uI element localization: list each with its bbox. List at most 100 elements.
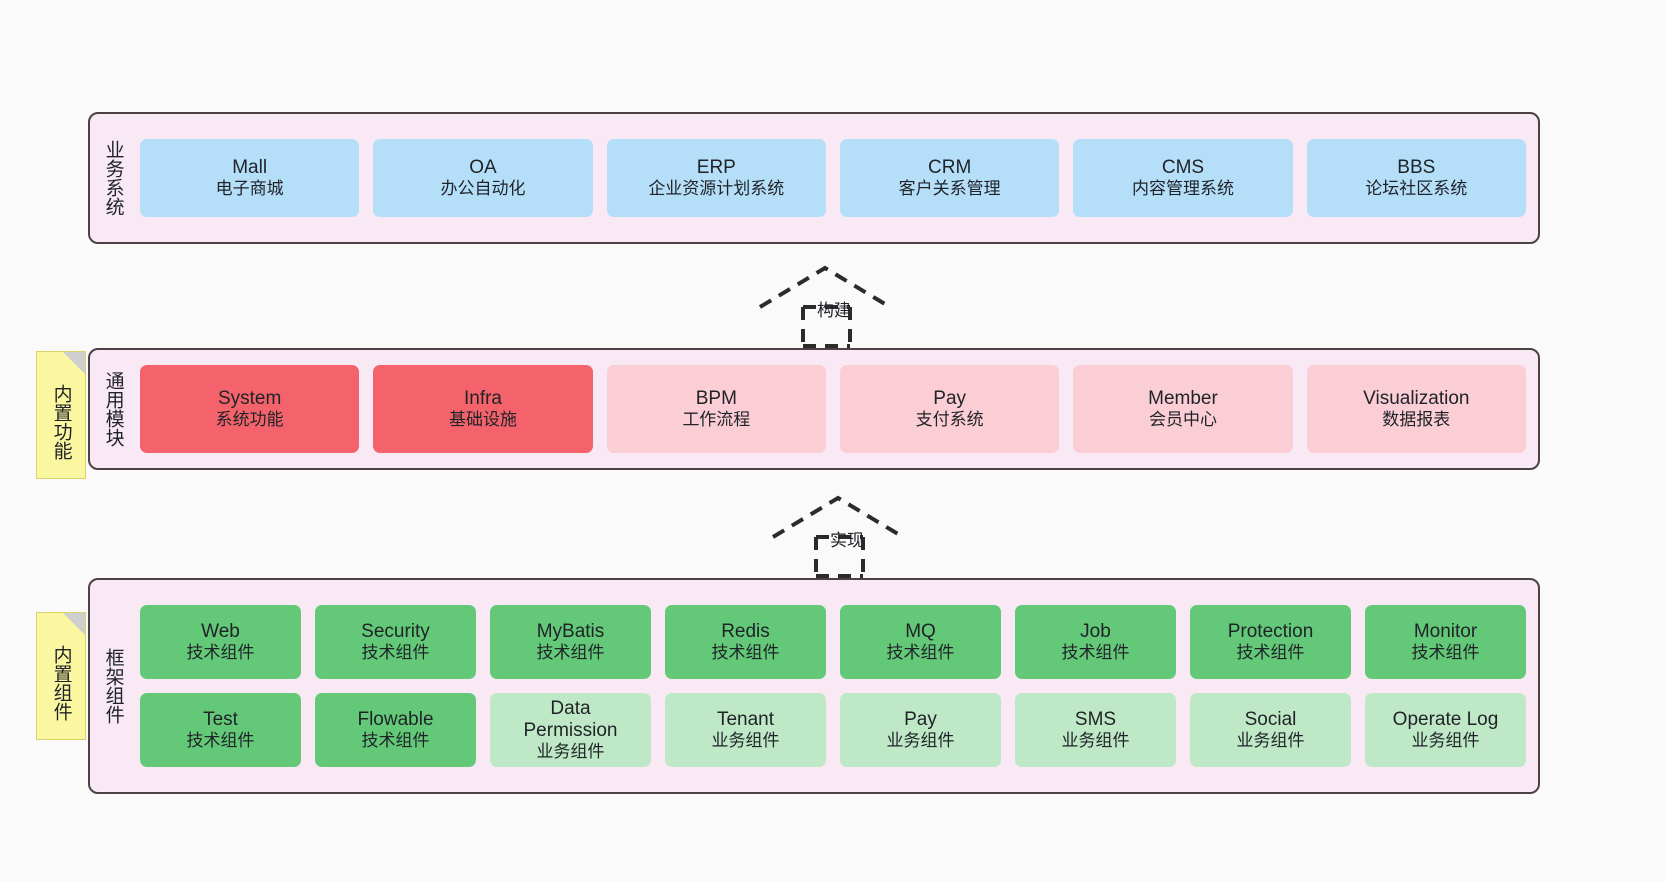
node-protection-name: Protection xyxy=(1227,620,1314,642)
node-oa[interactable]: OA 办公自动化 xyxy=(373,139,593,217)
node-data-permission[interactable]: Data Permission 业务组件 xyxy=(490,693,651,767)
node-bbs[interactable]: BBS 论坛社区系统 xyxy=(1306,139,1526,217)
node-cms[interactable]: CMS 内容管理系统 xyxy=(1073,139,1293,217)
node-infra-name: Infra xyxy=(463,387,502,409)
node-pay-module[interactable]: Pay 支付系统 xyxy=(839,365,1060,453)
note-fold-corner-icon xyxy=(63,352,85,374)
layer-framework-component-grid: Web 技术组件 Security 技术组件 MyBatis 技术组件 Redi… xyxy=(136,580,1538,792)
layer-common-module-nodes: System 系统功能 Infra 基础设施 BPM 工作流程 Pay 支付系统… xyxy=(136,350,1538,468)
node-mall-name: Mall xyxy=(232,156,268,178)
node-erp-desc: 企业资源计划系统 xyxy=(648,179,785,199)
node-pay-module-desc: 支付系统 xyxy=(915,410,984,430)
node-flowable-desc: 技术组件 xyxy=(361,731,430,751)
node-social[interactable]: Social 业务组件 xyxy=(1190,693,1351,767)
layer-business-system-label: 业务系统 xyxy=(102,140,124,216)
node-system-desc: 系统功能 xyxy=(215,410,284,430)
note-builtin-function: 内置功能 xyxy=(36,351,86,479)
node-member-desc: 会员中心 xyxy=(1148,410,1217,430)
build-arrow-head xyxy=(758,265,892,309)
node-system[interactable]: System 系统功能 xyxy=(140,365,360,453)
node-mq-name: MQ xyxy=(905,620,936,642)
node-web[interactable]: Web 技术组件 xyxy=(140,605,301,679)
node-tenant[interactable]: Tenant 业务组件 xyxy=(665,693,826,767)
node-bpm-name: BPM xyxy=(695,387,737,409)
node-pay-component-name: Pay xyxy=(904,708,937,730)
node-redis[interactable]: Redis 技术组件 xyxy=(665,605,826,679)
node-test-desc: 技术组件 xyxy=(186,731,255,751)
node-monitor-name: Monitor xyxy=(1413,620,1478,642)
node-oa-name: OA xyxy=(469,156,497,178)
node-erp[interactable]: ERP 企业资源计划系统 xyxy=(606,139,826,217)
node-redis-name: Redis xyxy=(721,620,770,642)
node-job-name: Job xyxy=(1080,620,1111,642)
node-erp-name: ERP xyxy=(696,156,736,178)
layer-framework-component-label: 框架组件 xyxy=(102,648,124,724)
note-builtin-component: 内置组件 xyxy=(36,612,86,740)
node-monitor[interactable]: Monitor 技术组件 xyxy=(1365,605,1526,679)
node-test[interactable]: Test 技术组件 xyxy=(140,693,301,767)
node-protection-desc: 技术组件 xyxy=(1236,643,1305,663)
node-mall-desc: 电子商城 xyxy=(215,179,284,199)
node-infra-desc: 基础设施 xyxy=(448,410,517,430)
node-social-name: Social xyxy=(1244,708,1297,730)
node-security-desc: 技术组件 xyxy=(361,643,430,663)
layer-framework-component: 框架组件 Web 技术组件 Security 技术组件 MyBatis 技术组件… xyxy=(88,578,1540,794)
node-tenant-desc: 业务组件 xyxy=(711,731,780,751)
node-sms-desc: 业务组件 xyxy=(1061,731,1130,751)
node-web-desc: 技术组件 xyxy=(186,643,255,663)
node-sms-name: SMS xyxy=(1074,708,1117,730)
node-bbs-name: BBS xyxy=(1397,156,1436,178)
node-system-name: System xyxy=(217,387,282,409)
connector-build-label: 构建 xyxy=(817,301,851,320)
layer-common-module-label: 通用模块 xyxy=(102,371,124,447)
node-visualization[interactable]: Visualization 数据报表 xyxy=(1306,365,1526,453)
node-crm-desc: 客户关系管理 xyxy=(898,179,1001,199)
node-pay-component[interactable]: Pay 业务组件 xyxy=(840,693,1001,767)
node-mall[interactable]: Mall 电子商城 xyxy=(140,139,360,217)
node-data-permission-desc: 业务组件 xyxy=(536,742,605,762)
note-fold-corner-icon xyxy=(63,613,85,635)
node-flowable-name: Flowable xyxy=(357,708,434,730)
node-cms-name: CMS xyxy=(1161,156,1205,178)
node-mq-desc: 技术组件 xyxy=(886,643,955,663)
node-mybatis-name: MyBatis xyxy=(536,620,605,642)
node-pay-module-name: Pay xyxy=(933,387,967,409)
node-web-name: Web xyxy=(201,620,240,642)
node-data-permission-name: Data Permission xyxy=(523,697,618,741)
node-operate-log[interactable]: Operate Log 业务组件 xyxy=(1365,693,1526,767)
node-pay-component-desc: 业务组件 xyxy=(886,731,955,751)
layer-business-system-nodes: Mall 电子商城 OA 办公自动化 ERP 企业资源计划系统 CRM 客户关系… xyxy=(136,114,1538,242)
layer-business-system: 业务系统 Mall 电子商城 OA 办公自动化 ERP 企业资源计划系统 CRM… xyxy=(88,112,1540,244)
node-member-name: Member xyxy=(1148,387,1218,409)
node-flowable[interactable]: Flowable 技术组件 xyxy=(315,693,476,767)
node-test-name: Test xyxy=(203,708,238,730)
node-security-name: Security xyxy=(361,620,430,642)
node-sms[interactable]: SMS 业务组件 xyxy=(1015,693,1176,767)
layer-common-module: 通用模块 System 系统功能 Infra 基础设施 BPM 工作流程 Pay… xyxy=(88,348,1540,470)
node-security[interactable]: Security 技术组件 xyxy=(315,605,476,679)
note-builtin-component-label: 内置组件 xyxy=(50,645,72,721)
node-visualization-desc: 数据报表 xyxy=(1382,410,1451,430)
node-infra[interactable]: Infra 基础设施 xyxy=(373,365,593,453)
node-bbs-desc: 论坛社区系统 xyxy=(1365,179,1468,199)
node-crm[interactable]: CRM 客户关系管理 xyxy=(839,139,1060,217)
node-crm-name: CRM xyxy=(928,156,972,178)
node-bpm[interactable]: BPM 工作流程 xyxy=(606,365,826,453)
node-social-desc: 业务组件 xyxy=(1236,731,1305,751)
node-mybatis[interactable]: MyBatis 技术组件 xyxy=(490,605,651,679)
node-operate-log-desc: 业务组件 xyxy=(1411,731,1480,751)
node-oa-desc: 办公自动化 xyxy=(440,179,526,199)
note-builtin-function-label: 内置功能 xyxy=(50,384,72,460)
node-protection[interactable]: Protection 技术组件 xyxy=(1190,605,1351,679)
node-operate-log-name: Operate Log xyxy=(1392,708,1499,730)
node-member[interactable]: Member 会员中心 xyxy=(1073,365,1293,453)
node-redis-desc: 技术组件 xyxy=(711,643,780,663)
node-cms-desc: 内容管理系统 xyxy=(1131,179,1234,199)
connector-build: 构建 xyxy=(755,262,905,348)
node-visualization-name: Visualization xyxy=(1363,387,1470,409)
implement-arrow-head xyxy=(771,495,905,539)
connector-implement: 实现 xyxy=(768,492,918,578)
node-mq[interactable]: MQ 技术组件 xyxy=(840,605,1001,679)
node-job[interactable]: Job 技术组件 xyxy=(1015,605,1176,679)
